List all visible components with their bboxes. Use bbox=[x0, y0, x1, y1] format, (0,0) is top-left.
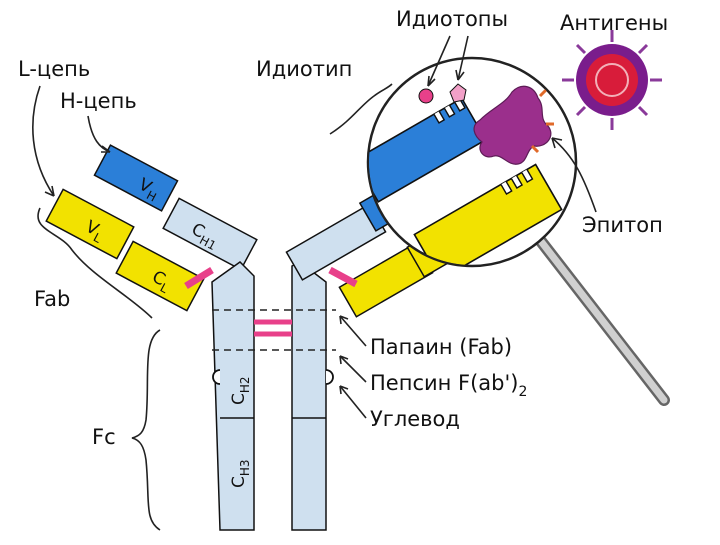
papain-label: Папаин (Fab) bbox=[370, 335, 512, 359]
carbohydrate-label: Углевод bbox=[370, 407, 460, 431]
l-chain-label: L-цепь bbox=[18, 57, 90, 81]
fab-label: Fab bbox=[34, 287, 70, 311]
h-chain-label: Н-цепь bbox=[60, 89, 137, 113]
pepsin-label: Пепсин F(ab')2 bbox=[370, 371, 527, 400]
fc-bracket bbox=[132, 330, 160, 530]
idiotope-1 bbox=[419, 89, 433, 103]
idiotype-label: Идиотип bbox=[256, 57, 352, 81]
ch1-domain bbox=[163, 198, 257, 269]
carbohydrate-left bbox=[213, 370, 220, 384]
fc-region: CH2 CH3 bbox=[212, 262, 336, 530]
antigens-label: Антигены bbox=[560, 11, 668, 35]
carbohydrate-right bbox=[326, 370, 333, 384]
antigen-core bbox=[586, 54, 638, 106]
annotations: L-цепь Н-цепь Fab Fc Идиотип Идиотопы Ан… bbox=[18, 7, 668, 530]
antigen-particle bbox=[562, 30, 662, 130]
epitope-label: Эпитоп bbox=[582, 213, 663, 237]
right-disulfide bbox=[330, 270, 356, 284]
right-heavy-chain-stem bbox=[292, 262, 326, 530]
vh-domain bbox=[94, 145, 177, 211]
fc-label: Fc bbox=[92, 425, 116, 449]
idiotopes-label: Идиотопы bbox=[396, 7, 508, 31]
